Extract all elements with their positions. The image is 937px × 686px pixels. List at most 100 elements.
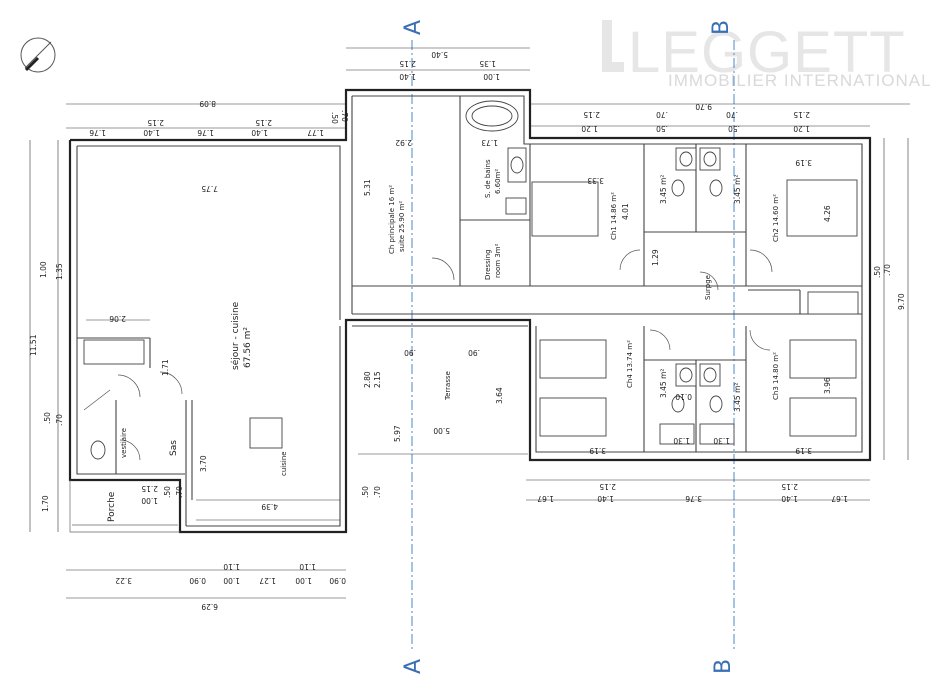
dimension-label: 3.96	[823, 377, 832, 394]
surface-label: Surpge	[704, 275, 712, 300]
dimension-label: 2.92	[395, 138, 412, 147]
dimension-label: .70	[373, 486, 382, 498]
dimension-label: .70	[656, 110, 668, 119]
interior-walls	[77, 96, 862, 526]
dimension-label: 2.15	[583, 110, 600, 119]
dimension-label: 1.35	[55, 263, 64, 280]
dimension-label: 1.40	[597, 494, 614, 503]
sdb-area: 6.60m²	[494, 169, 502, 194]
dimension-label: 3.45 m²	[659, 369, 668, 398]
dimension-label: 1.70	[41, 495, 50, 512]
ch-principale-label: Ch principale 16 m²	[388, 185, 396, 254]
dimension-label: 1.10	[223, 562, 240, 571]
dimension-label: 1.67	[831, 494, 848, 503]
dimension-label: 9.70	[695, 102, 712, 111]
dimension-label: .50	[330, 112, 339, 124]
dimension-label: 1.71	[161, 359, 170, 376]
dimension-lines	[29, 47, 910, 599]
vestiaire-label: vestiaire	[120, 428, 128, 458]
section-b-top-label: B	[709, 20, 734, 35]
dimension-label: 6.29	[201, 602, 218, 611]
dressing-label: Dressing	[484, 249, 492, 280]
dimension-label: 1.20	[793, 124, 810, 133]
terrasse-label: Terrasse	[444, 371, 452, 401]
cuisine-label: cuisine	[280, 451, 288, 476]
dimension-label: .50	[361, 486, 370, 498]
dimension-label: 11.51	[29, 334, 38, 356]
dimension-label: 2.15	[373, 371, 382, 388]
dimension-label: 3.45 m²	[733, 383, 742, 412]
dimension-label: 1.67	[537, 494, 554, 503]
dimension-label: 1.40	[781, 494, 798, 503]
dimension-label: 2.15	[141, 484, 158, 493]
fixtures	[83, 100, 858, 460]
dimension-label: 5.40	[431, 50, 448, 59]
dimension-label: .70	[883, 264, 892, 276]
dimension-label: 7.75	[201, 184, 218, 193]
dimension-label: 3.19	[589, 446, 606, 455]
ch4-label: Ch4 13.74 m²	[626, 340, 634, 388]
dimension-label: 1.00	[483, 72, 500, 81]
room-labels: séjour - cuisine 67.56 m² cuisine Sas ve…	[107, 159, 780, 522]
dimension-label: 2.06	[109, 314, 126, 323]
dimension-label: .70	[55, 414, 64, 426]
sejour-label: séjour - cuisine	[230, 301, 241, 370]
dimension-label: 3.33	[587, 176, 604, 185]
dimension-label: .50	[728, 124, 740, 133]
sejour-area: 67.56 m²	[243, 327, 253, 368]
dimension-label: 1.27	[259, 576, 276, 585]
dimension-label: 1.40	[143, 128, 160, 137]
north-arrow-icon	[20, 37, 56, 73]
dimension-label: 1.76	[197, 128, 214, 137]
ch1-label: Ch1 14.86 m²	[610, 192, 618, 240]
sdb-label: S. de bains	[484, 159, 492, 198]
dimension-label: 4.26	[823, 205, 832, 222]
dimension-label: .50	[43, 412, 52, 424]
door-swings	[83, 249, 773, 461]
dimension-label: 5.97	[393, 425, 402, 442]
dimension-label: 1.30	[713, 436, 730, 445]
exterior-walls	[68, 88, 872, 534]
dimension-label: 1.40	[399, 72, 416, 81]
dimension-label: .50	[163, 486, 172, 498]
dimension-label: 3.64	[495, 387, 504, 404]
dimension-label: 2.15	[399, 59, 416, 68]
dimension-label: 0.90	[329, 576, 346, 585]
section-a-top-label: A	[401, 20, 426, 35]
dimension-label: 1.77	[307, 128, 324, 137]
dimension-labels: 5.40 2.15 1.40 1.35 1.00 8.09 1.76 1.40 …	[29, 50, 906, 611]
dimension-label: .50	[873, 266, 882, 278]
dimension-label: .70	[340, 110, 349, 122]
dimension-label: 1.29	[651, 249, 660, 266]
watermark-brand: LEGGETT	[628, 20, 906, 85]
dimension-label: 3.70	[199, 455, 208, 472]
dimension-label: .70	[726, 110, 738, 119]
dimension-label: 3.45 m²	[659, 175, 668, 204]
dimension-label: 2.80	[363, 371, 372, 388]
dimension-label: 3.19	[795, 446, 812, 455]
dressing-area: room 3m²	[494, 243, 502, 278]
dimension-label: 3.45 m²	[733, 175, 742, 204]
dimension-label: .90	[404, 348, 416, 357]
dimension-label: 0.10	[675, 392, 692, 401]
dimension-label: 4.01	[621, 203, 630, 220]
dimension-label: 2.15	[793, 110, 810, 119]
dimension-label: 9.70	[897, 293, 906, 310]
dimension-label: 1.20	[581, 124, 598, 133]
dimension-label: 1.00	[295, 576, 312, 585]
ch-principale-suite: suite 25.90 m²	[398, 201, 406, 252]
dimension-label: 8.09	[199, 99, 216, 108]
dimension-label: 2.15	[255, 118, 272, 127]
dimension-label: 1.00	[223, 576, 240, 585]
dimension-label: 0.90	[189, 576, 206, 585]
dimension-label: 4.39	[261, 502, 278, 511]
dimension-label: 2.15	[147, 118, 164, 127]
section-a-bottom-label: A	[401, 659, 426, 674]
ch3-label: Ch3 14.80 m²	[772, 352, 780, 400]
dimension-label: 1.40	[251, 128, 268, 137]
dimension-label: 1.30	[673, 436, 690, 445]
dimension-label: 1.76	[89, 128, 106, 137]
sas-label: Sas	[169, 440, 179, 456]
dimension-label: 1.00	[141, 496, 158, 505]
